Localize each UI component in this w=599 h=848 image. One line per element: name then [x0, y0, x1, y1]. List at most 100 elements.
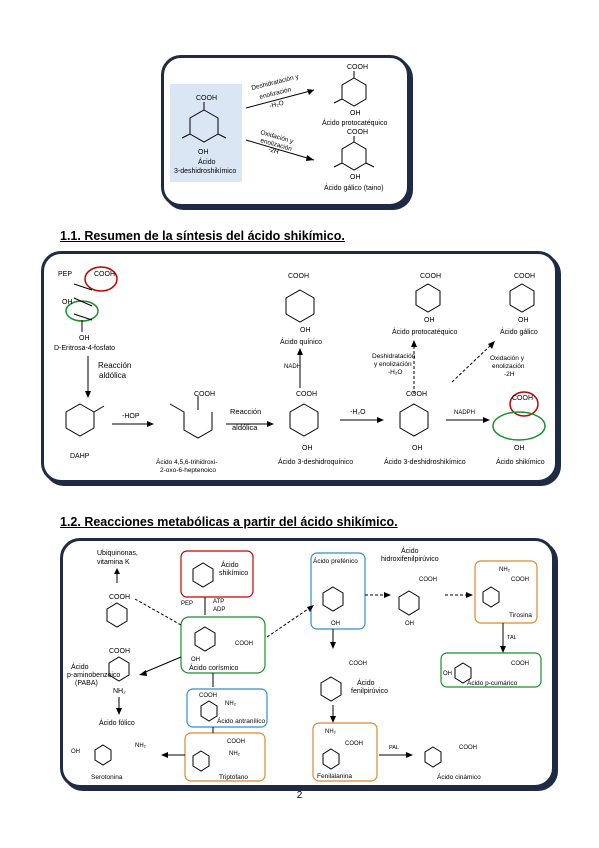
oh-label: OH [79, 335, 90, 342]
oh-label: OH [62, 299, 73, 306]
cooh-label: COOH [235, 641, 253, 647]
tal-label: TAL [507, 635, 517, 641]
arrowhead [307, 89, 314, 95]
paba-ring [108, 656, 130, 682]
dehydroshikimic-label: Ácido 3-deshidroshikímico [384, 457, 466, 466]
erythrose-label: D-Eritrosa-4-fosfato [54, 345, 115, 352]
green-highlight-ellipse [492, 411, 546, 441]
ox-label-3: -2H [504, 371, 515, 378]
prephenic-box [310, 552, 366, 630]
arrowhead [330, 642, 336, 649]
folic-label: Ácido fólico [99, 718, 135, 727]
cooh-label: COOH [196, 95, 217, 102]
shikimic-label-2: shikímico [219, 570, 248, 577]
ox-label-1: Oxidación y [490, 355, 525, 362]
hpp-label-2: hidroxifenilpirúvico [381, 556, 439, 563]
gallic-structure [509, 283, 535, 313]
nh2-label: NH₂ [225, 701, 237, 707]
benzene-ring [106, 602, 128, 628]
dahp-label: DAHP [70, 453, 90, 460]
oh-label: OH [71, 749, 80, 755]
oh-label: OH [405, 621, 414, 627]
cooh-label: COOH [94, 271, 115, 278]
phenylalanine-label: Fenilalanina [317, 773, 352, 780]
oh-label: OH [443, 671, 452, 677]
coumaric-label: Ácido p-cumárico [467, 678, 518, 687]
dehydroshikimic-structure [181, 102, 227, 143]
hop-label: -HOP [122, 413, 140, 420]
arrowhead [411, 340, 417, 347]
dehydroquinic-structure [289, 403, 319, 437]
anthranilic-box [186, 688, 268, 728]
oh-label: OH [412, 445, 423, 452]
dahp-structure [65, 403, 105, 437]
arrowhead [267, 421, 274, 427]
cooh-label: COOH [194, 391, 215, 398]
aldol2-label-1: Reacción [230, 407, 261, 416]
cinnamic-ring [424, 746, 442, 768]
cooh-label: COOH [512, 395, 533, 402]
cooh-label: COOH [288, 273, 309, 280]
compound-label-1: Ácido [198, 157, 216, 166]
arrowhead [483, 417, 490, 423]
aldol1-label-1: Reacción [98, 361, 131, 370]
chorismic-label: Ácido corísmico [189, 663, 239, 672]
cooh-label: COOH [345, 741, 363, 747]
adp-label: ADP [213, 607, 225, 613]
top-figure-panel: COOH OH Ácido 3-deshidroshikímico Deshid… [161, 55, 410, 207]
oh-label: OH [350, 174, 361, 181]
arrowhead [307, 605, 314, 612]
quinic-structure [285, 289, 315, 323]
arrowhead [297, 348, 303, 355]
phenylalanine-box [312, 722, 378, 782]
cooh-label: COOH [109, 594, 130, 601]
protocatechuic-label: Ácido protocatéquico [392, 327, 457, 336]
trihydroxy-structure [169, 396, 213, 439]
trihydroxy-label-2: 2-oxo-6-heptenoico [160, 467, 216, 474]
paba-label-1: Ácido [71, 662, 89, 671]
cooh-label: COOH [406, 391, 427, 398]
serotonin-ring [94, 744, 112, 766]
atp-label: ATP [213, 599, 224, 605]
arrowhead [377, 417, 384, 423]
cooh-label: COOH [514, 273, 535, 280]
cooh-label: COOH [420, 273, 441, 280]
phenylalanine-ring [322, 748, 340, 770]
cooh-label: COOH [349, 661, 367, 667]
tyrosine-label: Tirosina [509, 612, 532, 619]
shikimic-synthesis-panel: PEP COOH OH OH D-Eritrosa-4-fosfato Reac… [41, 251, 558, 483]
arrowhead [488, 341, 495, 349]
serotonin-label: Serotonina [91, 774, 123, 781]
arrow-oxidation [245, 139, 315, 161]
arrow [142, 656, 182, 674]
oh-label: OH [198, 149, 209, 156]
erythrose-structure [73, 283, 93, 332]
oh-label: OH [302, 445, 313, 452]
cinnamic-label: Ácido cinámico [437, 772, 481, 781]
tryptophan-ring [192, 750, 210, 772]
oh-label: OH [300, 327, 311, 334]
pep-label: PEP [181, 601, 193, 607]
aldol1-label-2: aldólica [99, 371, 127, 380]
arrowhead [500, 646, 506, 653]
hpp-ring [398, 590, 420, 616]
oh-label: OH [514, 445, 525, 452]
dehydroquinic-label: Ácido 3-deshidroquínico [278, 457, 353, 466]
h2o-label: -H₂O [350, 409, 366, 416]
cooh-label: COOH [199, 693, 217, 699]
cooh-label: COOH [109, 648, 130, 655]
arrowhead [466, 592, 473, 598]
cooh-label: COOH [227, 739, 245, 745]
dehydroshikimic-conversion-diagram: COOH OH Ácido 3-deshidroshikímico Deshid… [170, 64, 387, 192]
tryptophan-label: Triptófano [219, 774, 248, 781]
aldol2-label-2: aldólica [232, 423, 258, 432]
ox-label-2: enolización [492, 363, 525, 370]
highlight-box [170, 84, 242, 182]
tyrosine-box [474, 560, 538, 624]
nh2-label: NH₂ [135, 743, 147, 749]
nh2-label: NH₂ [325, 729, 337, 735]
quinic-label: Ácido quínico [280, 337, 322, 346]
hpp-label-1: Ácido [401, 546, 419, 555]
ubiquinones-label-2: vitamina K [97, 559, 130, 566]
gallic-label: Ácido gálico [500, 327, 538, 336]
